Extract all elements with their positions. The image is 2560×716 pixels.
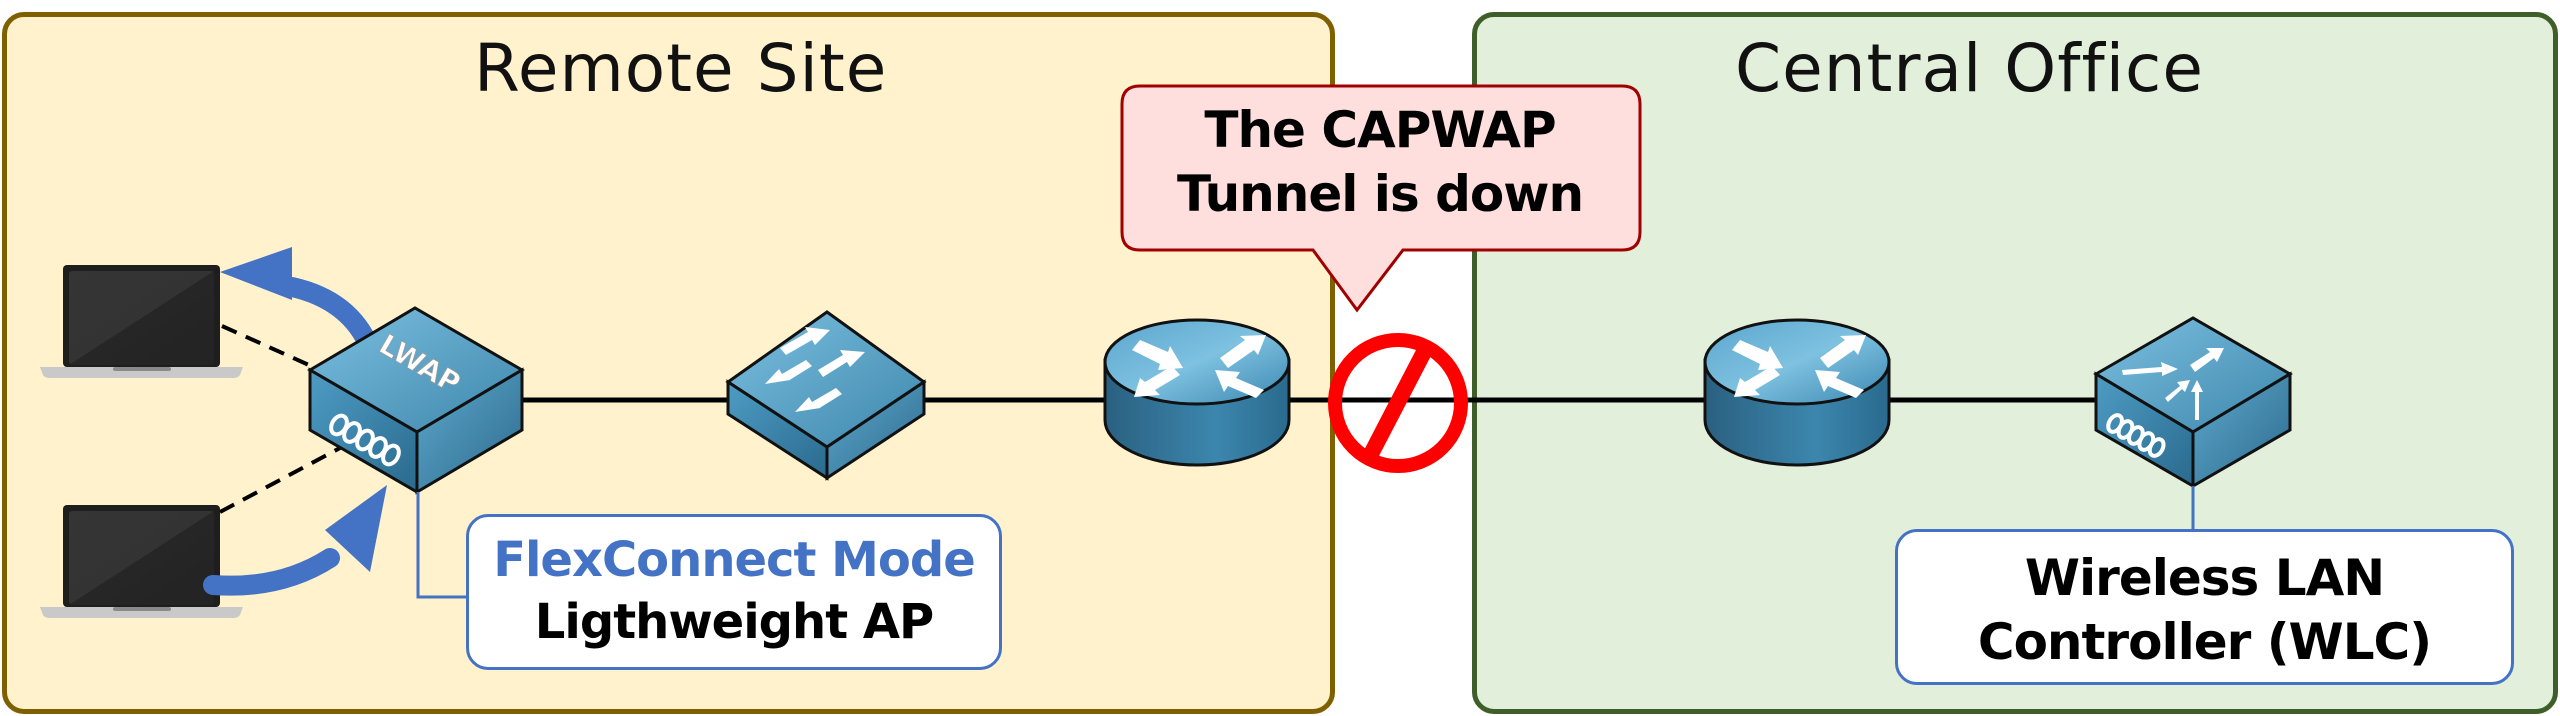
laptop-icon	[40, 505, 243, 618]
lightweight-ap-text: Ligthweight AP	[534, 594, 934, 650]
upstream-arrow-icon	[203, 485, 387, 596]
callout-text: The CAPWAP Tunnel is down	[1120, 98, 1640, 226]
downstream-arrow-icon	[220, 247, 380, 358]
flexconnect-label: FlexConnect Mode Ligthweight AP	[466, 514, 1002, 670]
wlc-label: Wireless LAN Controller (WLC)	[1895, 529, 2514, 685]
central-office-title: Central Office	[1735, 30, 2204, 107]
lwap-label-connector	[416, 492, 466, 599]
router-icon	[1703, 318, 1891, 467]
remote-site-title: Remote Site	[474, 30, 888, 107]
router-icon	[1103, 318, 1291, 467]
wlc-icon	[2093, 316, 2293, 489]
callout-line-2: Tunnel is down	[1176, 165, 1584, 223]
capwap-down-callout	[1120, 84, 1642, 313]
flexconnect-mode-text: FlexConnect Mode	[493, 532, 976, 588]
lwap-icon: LWAP	[307, 306, 525, 495]
prohibited-icon	[1328, 333, 1468, 473]
laptop-icon	[40, 265, 243, 378]
callout-line-1: The CAPWAP	[1204, 101, 1556, 159]
wireless-link-2	[219, 446, 341, 514]
switch-icon	[725, 310, 927, 481]
wlc-label-line-2: Controller (WLC)	[1977, 613, 2432, 671]
wireless-link-1	[221, 324, 321, 372]
wlc-label-line-1: Wireless LAN	[2024, 549, 2385, 607]
